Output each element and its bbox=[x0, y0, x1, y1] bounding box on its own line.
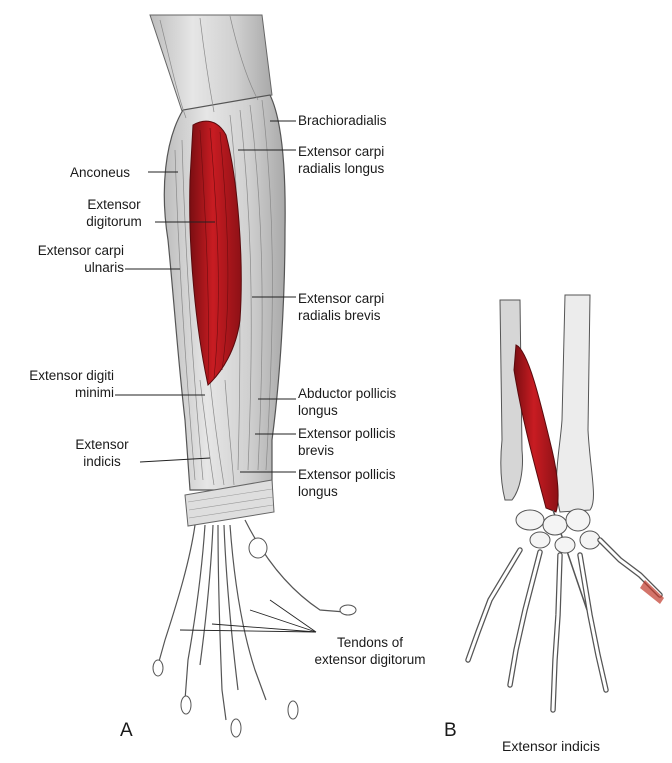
label-brachioradialis: Brachioradialis bbox=[298, 113, 387, 128]
forearm-b bbox=[465, 294, 664, 713]
extensor-retinaculum bbox=[184, 479, 275, 527]
extensor-digitorum-muscle bbox=[189, 120, 242, 386]
leader-lines bbox=[115, 120, 317, 633]
forearm-a bbox=[149, 14, 357, 738]
hand-a bbox=[157, 519, 346, 721]
label-anconeus: Anconeus bbox=[70, 165, 131, 180]
muscle-striations bbox=[159, 15, 273, 486]
panel-label-a: A bbox=[120, 720, 133, 741]
caption-extensor-indicis: Extensor indicis bbox=[502, 738, 601, 754]
extensor-indicis-muscle bbox=[513, 344, 559, 513]
panel-label-b: B bbox=[444, 720, 457, 741]
